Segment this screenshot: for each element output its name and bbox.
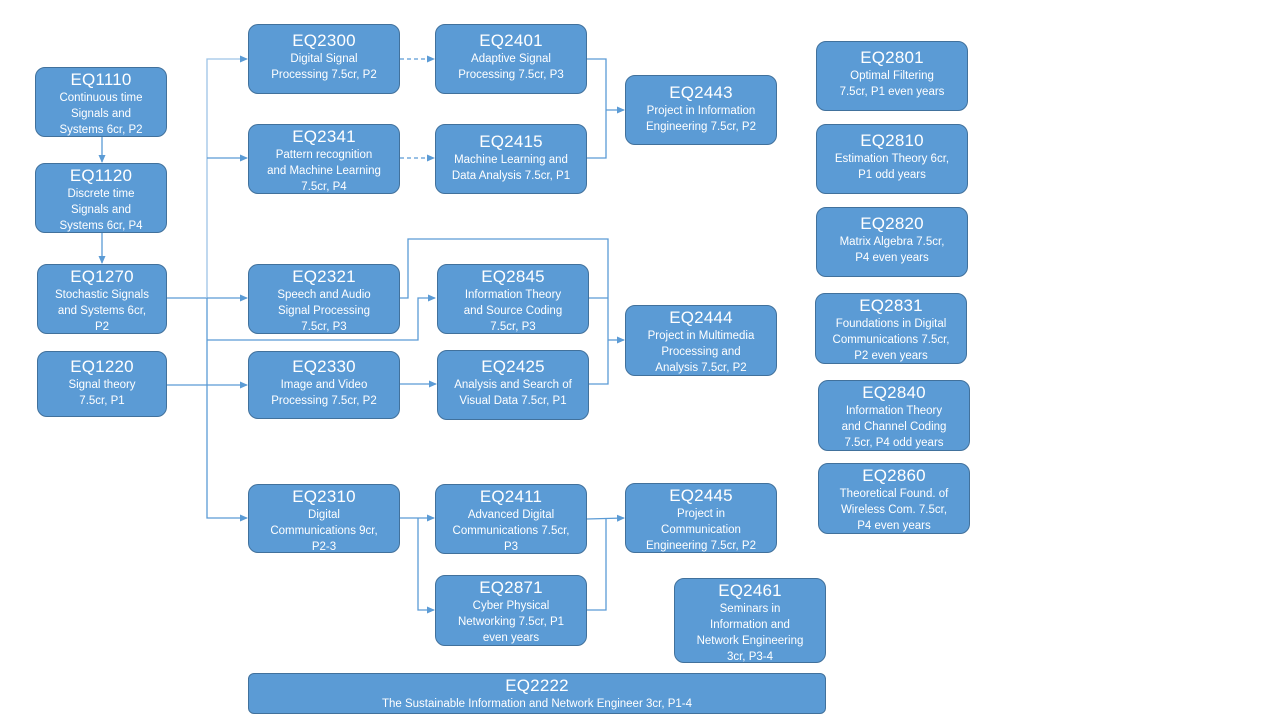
course-eq2321[interactable]: EQ2321 Speech and Audio Signal Processin… — [248, 264, 400, 334]
course-eq2461[interactable]: EQ2461 Seminars in Information and Netwo… — [674, 578, 826, 663]
course-description: Theoretical Found. of Wireless Com. 7.5c… — [839, 488, 949, 532]
course-code: EQ2831 — [859, 296, 923, 315]
course-eq2810[interactable]: EQ2810 Estimation Theory 6cr, P1 odd yea… — [816, 124, 968, 194]
edge-eq2411-eq2445 — [586, 514, 625, 522]
course-code: EQ2444 — [669, 308, 733, 327]
course-eq2871[interactable]: EQ2871 Cyber Physical Networking 7.5cr, … — [435, 575, 587, 646]
course-code: EQ2871 — [479, 578, 543, 597]
course-description: Information Theory and Source Coding 7.5… — [463, 289, 563, 333]
course-eq2330[interactable]: EQ2330 Image and Video Processing 7.5cr,… — [248, 351, 400, 419]
course-eq2415[interactable]: EQ2415 Machine Learning and Data Analysi… — [435, 124, 587, 194]
edge-eq1270-eq2300 — [206, 55, 248, 298]
course-description: Project in Communication Engineering 7.5… — [646, 508, 756, 552]
course-code: EQ2321 — [292, 267, 356, 286]
course-eq2401[interactable]: EQ2401 Adaptive Signal Processing 7.5cr,… — [435, 24, 587, 94]
course-eq1270[interactable]: EQ1270 Stochastic Signals and Systems 6c… — [37, 264, 167, 334]
course-description: Stochastic Signals and Systems 6cr, P2 — [55, 289, 149, 333]
edge-eq1270-eq2845 — [207, 294, 436, 341]
edge-eq2321-eq2444 — [400, 238, 609, 340]
course-code: EQ2310 — [292, 487, 356, 506]
course-description: The Sustainable Information and Network … — [381, 698, 693, 710]
course-eq2840[interactable]: EQ2840 Information Theory and Channel Co… — [818, 380, 970, 451]
edge-eq1270-eq2310 — [206, 298, 248, 522]
course-code: EQ2845 — [481, 267, 545, 286]
course-code: EQ2820 — [860, 214, 924, 233]
course-eq2444[interactable]: EQ2444 Project in Multimedia Processing … — [625, 305, 777, 376]
course-code: EQ1120 — [69, 166, 133, 185]
course-eq2445[interactable]: EQ2445 Project in Communication Engineer… — [625, 483, 777, 553]
course-eq2341[interactable]: EQ2341 Pattern recognition and Machine L… — [248, 124, 400, 194]
course-description: Matrix Algebra 7.5cr, P4 even years — [839, 236, 945, 264]
course-description: Foundations in Digital Communications 7.… — [832, 318, 950, 362]
course-code: EQ2860 — [862, 466, 926, 485]
course-code: EQ2840 — [862, 383, 926, 402]
course-eq2860[interactable]: EQ2860 Theoretical Found. of Wireless Co… — [818, 463, 970, 534]
course-eq2820[interactable]: EQ2820 Matrix Algebra 7.5cr, P4 even yea… — [816, 207, 968, 277]
course-eq2443[interactable]: EQ2443 Project in Information Engineerin… — [625, 75, 777, 145]
course-eq1120[interactable]: EQ1120 Discrete time Signals and Systems… — [35, 163, 167, 233]
edge-eq2425-eq2444 — [589, 340, 609, 385]
course-code: EQ2222 — [505, 676, 569, 695]
edge-eq2401-eq2443 — [586, 58, 607, 159]
course-code: EQ2810 — [860, 131, 924, 150]
course-eq2222[interactable]: EQ2222 The Sustainable Information and N… — [248, 673, 826, 714]
course-description: Pattern recognition and Machine Learning… — [267, 149, 381, 193]
course-description: Image and Video Processing 7.5cr, P2 — [271, 379, 377, 407]
course-eq2845[interactable]: EQ2845 Information Theory and Source Cod… — [437, 264, 589, 334]
course-code: EQ1220 — [70, 357, 134, 376]
course-eq2831[interactable]: EQ2831 Foundations in Digital Communicat… — [815, 293, 967, 364]
course-eq1110[interactable]: EQ1110 Continuous time Signals and Syste… — [35, 67, 167, 137]
course-description: Project in Multimedia Processing and Ana… — [647, 330, 755, 374]
course-description: Signal theory 7.5cr, P1 — [68, 379, 136, 407]
course-description: Estimation Theory 6cr, P1 odd years — [834, 153, 950, 181]
course-code: EQ2801 — [860, 48, 924, 67]
course-code: EQ2300 — [292, 31, 356, 50]
course-eq2310[interactable]: EQ2310 Digital Communications 9cr, P2-3 — [248, 484, 400, 553]
course-description: Machine Learning and Data Analysis 7.5cr… — [451, 154, 571, 182]
course-description: Cyber Physical Networking 7.5cr, P1 even… — [457, 600, 565, 644]
course-description: Information Theory and Channel Coding 7.… — [841, 405, 947, 449]
course-code: EQ2415 — [479, 132, 543, 151]
course-code: EQ2461 — [718, 581, 782, 600]
course-code: EQ2411 — [479, 487, 543, 506]
course-description: Discrete time Signals and Systems 6cr, P… — [59, 188, 143, 232]
course-code: EQ2425 — [481, 357, 545, 376]
course-description: Speech and Audio Signal Processing 7.5cr… — [277, 289, 371, 333]
course-eq2300[interactable]: EQ2300 Digital Signal Processing 7.5cr, … — [248, 24, 400, 94]
course-code: EQ2341 — [292, 127, 356, 146]
course-description: Optimal Filtering 7.5cr, P1 even years — [839, 70, 945, 98]
course-eq1220[interactable]: EQ1220 Signal theory 7.5cr, P1 — [37, 351, 167, 417]
course-code: EQ2330 — [292, 357, 356, 376]
course-code: EQ2445 — [669, 486, 733, 505]
course-description: Continuous time Signals and Systems 6cr,… — [59, 92, 143, 136]
course-description: Digital Communications 9cr, P2-3 — [270, 509, 378, 553]
course-code: EQ2443 — [669, 83, 733, 102]
course-description: Project in Information Engineering 7.5cr… — [646, 105, 756, 133]
course-code: EQ1110 — [70, 70, 132, 89]
course-description: Digital Signal Processing 7.5cr, P2 — [271, 53, 377, 81]
course-code: EQ1270 — [70, 267, 134, 286]
edge-eq2310-eq2871 — [417, 518, 435, 614]
course-eq2411[interactable]: EQ2411 Advanced Digital Communications 7… — [435, 484, 587, 554]
course-description: Advanced Digital Communications 7.5cr, P… — [452, 509, 570, 553]
course-description: Adaptive Signal Processing 7.5cr, P3 — [458, 53, 564, 81]
course-description: Analysis and Search of Visual Data 7.5cr… — [454, 379, 572, 407]
course-code: EQ2401 — [479, 31, 543, 50]
course-eq2801[interactable]: EQ2801 Optimal Filtering 7.5cr, P1 even … — [816, 41, 968, 111]
course-eq2425[interactable]: EQ2425 Analysis and Search of Visual Dat… — [437, 350, 589, 420]
course-description: Seminars in Information and Network Engi… — [696, 603, 804, 663]
edge-eq2871-eq2445 — [587, 519, 607, 611]
